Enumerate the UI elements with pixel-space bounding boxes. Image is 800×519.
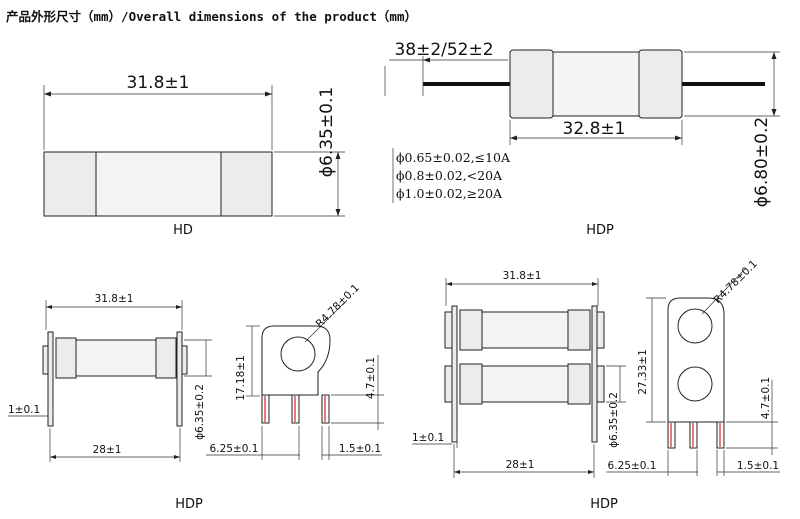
hdp-leaded-drawing: 38±2/52±2 32.8±1 ϕ0.65±0.02,≤10A ϕ0.8±0.… <box>384 40 780 238</box>
hd-drawing: 31.8±1 ϕ6.35±0.1 HD <box>43 73 345 238</box>
hdp-single-pin-length-label: 4.7±0.1 <box>365 357 377 399</box>
hdp-single-length-label: 31.8±1 <box>95 293 134 305</box>
hdp-double-right-bracket <box>591 305 598 443</box>
hdp-single-mount-hole <box>280 336 316 372</box>
hdp-double-lower-hole <box>677 366 713 402</box>
hdp-diameter-label: ϕ6.80±0.2 <box>752 117 772 207</box>
hdp-double-pitch-label: 28±1 <box>506 459 535 471</box>
hdp-single-drawing: 31.8±1 1±0.1 28±1 ϕ6.35±0.2 R4.78±0.1 <box>8 282 384 512</box>
hdp-double-drawing: 31.8±1 1±0.1 28±1 ϕ6.35±0.2 R4.78±0.1 <box>412 258 780 512</box>
hd-length-label: 31.8±1 <box>127 73 190 93</box>
hdp-single-height-label: 17.18±1 <box>235 355 247 401</box>
hdp-single-pin-width-label: 1.5±0.1 <box>339 443 381 455</box>
hdp-body-length-label: 32.8±1 <box>563 119 626 139</box>
hdp-left-cap <box>509 49 554 119</box>
hdp-leaded-caption: HDP <box>586 223 614 238</box>
hdp-double-upper-hole <box>677 308 713 344</box>
hdp-double-bracket-side <box>667 297 725 423</box>
hdp-double-radius-label: R4.78±0.1 <box>712 258 760 306</box>
hdp-single-right-bracket <box>176 331 183 427</box>
hdp-double-height-label: 27.33±1 <box>637 349 649 395</box>
hdp-double-caption: HDP <box>590 497 618 512</box>
hdp-double-left-bracket <box>451 305 458 443</box>
hdp-single-left-cap <box>55 337 77 379</box>
hd-diameter-label: ϕ6.35±0.1 <box>317 87 337 177</box>
hdp-double-length-label: 31.8±1 <box>503 270 542 282</box>
hd-left-cap <box>43 151 97 217</box>
hdp-single-bracket-side <box>261 325 331 396</box>
hd-right-cap <box>220 151 273 217</box>
hdp-single-right-cap <box>155 337 177 379</box>
hdp-double-diameter-label: ϕ6.35±0.2 <box>608 392 620 448</box>
wire-spec-3: ϕ1.0±0.02,≥20A <box>396 186 503 201</box>
hdp-single-pin-thickness-label: 1±0.1 <box>8 404 40 416</box>
hd-caption: HD <box>173 223 193 238</box>
hdp-right-cap <box>638 49 683 119</box>
page-title: 产品外形尺寸（mm）/Overall dimensions of the pro… <box>6 9 417 24</box>
hdp-single-left-bracket <box>47 331 54 427</box>
hdp-double-pin-spacing-label: 6.25±0.1 <box>608 460 657 472</box>
hdp-double-pin-thickness-label: 1±0.1 <box>412 432 444 444</box>
hdp-single-diameter-label: ϕ6.35±0.2 <box>194 384 206 440</box>
wire-spec-1: ϕ0.65±0.02,≤10A <box>396 150 511 165</box>
hdp-single-radius-label: R4.78±0.1 <box>314 282 362 330</box>
hdp-double-pin-width-label: 1.5±0.1 <box>737 460 779 472</box>
hdp-single-pin-spacing-label: 6.25±0.1 <box>210 443 259 455</box>
hdp-single-caption: HDP <box>175 497 203 512</box>
wire-spec-2: ϕ0.8±0.02,<20A <box>396 168 503 183</box>
hdp-double-pin-length-label: 4.7±0.1 <box>760 377 772 419</box>
hdp-lead-length-label: 38±2/52±2 <box>394 40 493 60</box>
hdp-single-pitch-label: 28±1 <box>93 444 122 456</box>
